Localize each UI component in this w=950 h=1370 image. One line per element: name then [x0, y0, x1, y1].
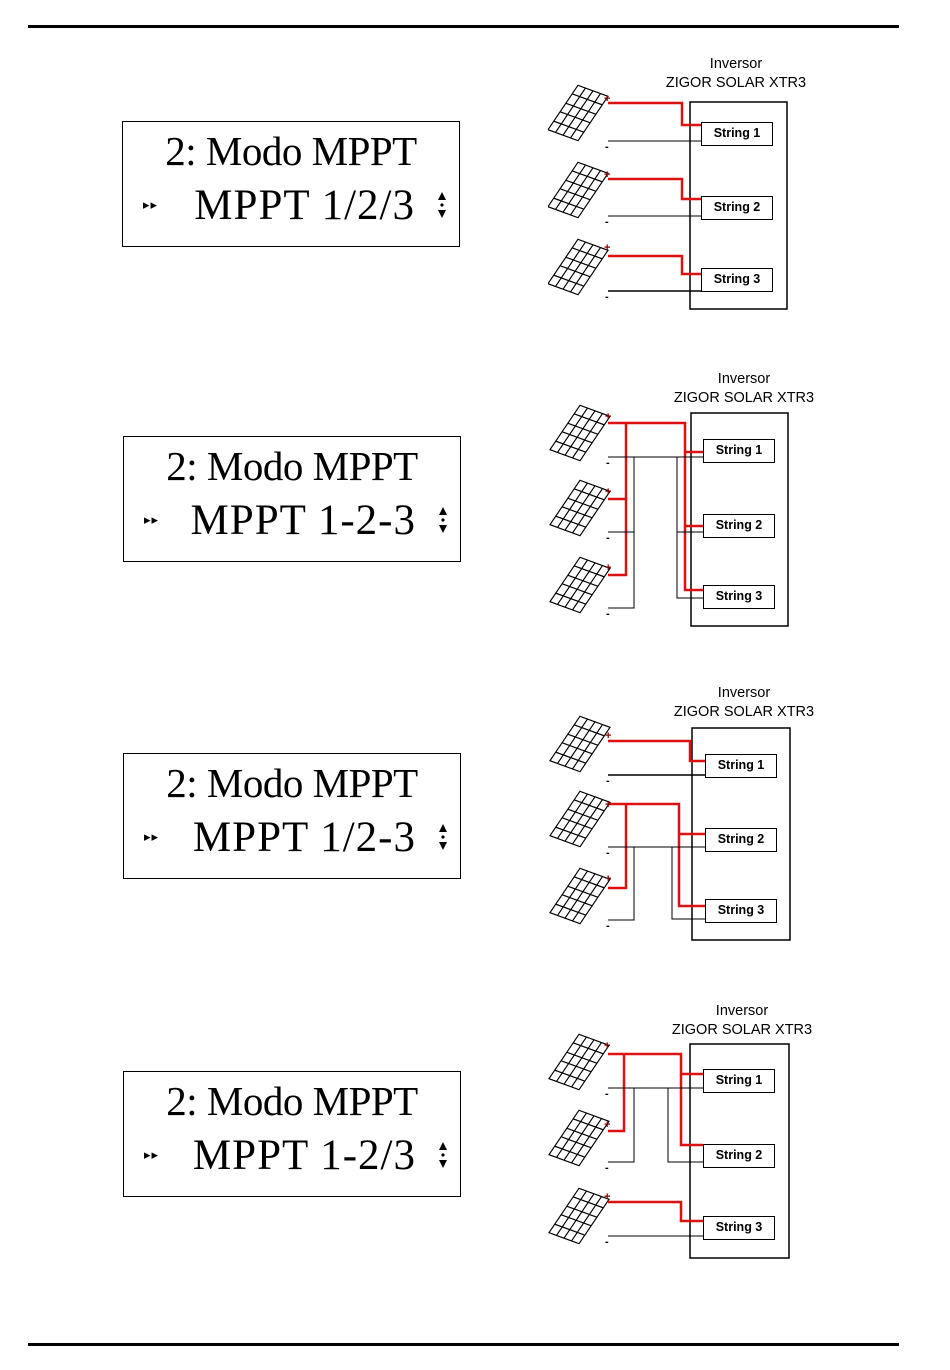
negative-terminal: - — [605, 141, 609, 153]
solar-panel-icon — [549, 479, 611, 537]
positive-terminal: + — [604, 1040, 610, 1052]
positive-terminal: + — [604, 169, 610, 181]
lcd-display: 2: Modo MPPT ▸▸ MPPT 1-2-3 — [123, 436, 461, 562]
lcd-title: 2: Modo MPPT — [166, 760, 418, 806]
string-3-box: String 3 — [703, 1216, 775, 1240]
string-1-box: String 1 — [705, 754, 777, 778]
positive-terminal: + — [605, 799, 611, 811]
lcd-display: 2: Modo MPPT ▸▸ MPPT 1/2-3 — [123, 753, 461, 879]
solar-panel-icon — [549, 556, 611, 614]
inverter-label: Inversor ZIGOR SOLAR XTR3 — [644, 370, 844, 408]
up-down-arrows-icon — [439, 824, 447, 850]
negative-terminal: - — [605, 216, 609, 228]
bottom-rule — [28, 1343, 899, 1346]
negative-terminal: - — [606, 608, 610, 620]
inverter-label: Inversor ZIGOR SOLAR XTR3 — [642, 1002, 842, 1040]
string-3-box: String 3 — [705, 899, 777, 923]
wiring-diagram: + - + - + - Inversor ZIGOR SOLAR XTR3 St… — [548, 684, 848, 949]
double-arrow-icon: ▸▸ — [144, 829, 160, 844]
lcd-mode-value: MPPT 1-2/3 — [192, 1132, 416, 1179]
lcd-mode-value: MPPT 1-2-3 — [190, 497, 416, 544]
string-1-box: String 1 — [701, 122, 773, 146]
negative-terminal: - — [606, 920, 610, 932]
string-1-box: String 1 — [703, 439, 775, 463]
positive-terminal: + — [604, 1191, 610, 1203]
positive-terminal: + — [604, 93, 610, 105]
inverter-label-line2: ZIGOR SOLAR XTR3 — [673, 390, 815, 406]
solar-panel-icon — [549, 790, 611, 848]
lcd-title: 2: Modo MPPT — [165, 128, 417, 174]
lcd-mode-value: MPPT 1/2/3 — [194, 182, 415, 229]
inverter-box — [689, 101, 788, 310]
string-2-box: String 2 — [705, 828, 777, 852]
double-arrow-icon: ▸▸ — [144, 512, 160, 527]
solar-panel-icon — [548, 1187, 610, 1245]
inverter-label-line1: Inversor — [709, 56, 763, 72]
solar-panel-icon — [549, 404, 611, 462]
string-3-box: String 3 — [703, 585, 775, 609]
lcd-title: 2: Modo MPPT — [166, 443, 418, 489]
inverter-box — [689, 1043, 790, 1259]
inverter-label: Inversor ZIGOR SOLAR XTR3 — [644, 684, 844, 722]
solar-panel-icon — [548, 1109, 610, 1167]
up-down-arrows-icon — [438, 192, 446, 218]
negative-terminal: - — [605, 1162, 609, 1174]
negative-terminal: - — [606, 847, 610, 859]
solar-panel-icon — [548, 238, 609, 296]
string-2-box: String 2 — [701, 196, 773, 220]
inverter-label: Inversor ZIGOR SOLAR XTR3 — [636, 55, 836, 93]
wiring-diagram: + - + - + - Inversor ZIGOR SOLAR XTR3 St… — [548, 55, 848, 315]
inverter-label-line1: Inversor — [715, 1003, 769, 1019]
solar-panel-icon — [548, 84, 609, 142]
inverter-box — [690, 412, 789, 627]
solar-panel-icon — [549, 715, 611, 773]
wiring-diagram: + - + - + - Inversor ZIGOR SOLAR XTR3 St… — [548, 370, 848, 635]
negative-terminal: - — [605, 291, 609, 303]
lcd-display: 2: Modo MPPT ▸▸ MPPT 1-2/3 — [123, 1071, 461, 1197]
wiring-diagram: + - + - + - Inversor ZIGOR SOLAR XTR3 St… — [548, 1002, 848, 1267]
positive-terminal: + — [605, 873, 611, 885]
string-2-box: String 2 — [703, 514, 775, 538]
negative-terminal: - — [605, 1088, 609, 1100]
lcd-display: 2: Modo MPPT ▸▸ MPPT 1/2/3 — [122, 121, 460, 247]
solar-panel-icon — [548, 161, 609, 219]
negative-terminal: - — [605, 1236, 609, 1248]
up-down-arrows-icon — [439, 507, 447, 533]
string-2-box: String 2 — [703, 1144, 775, 1168]
string-3-box: String 3 — [701, 268, 773, 292]
top-rule — [28, 25, 899, 28]
lcd-title: 2: Modo MPPT — [166, 1078, 418, 1124]
inverter-label-line2: ZIGOR SOLAR XTR3 — [671, 1022, 813, 1038]
positive-terminal: + — [605, 486, 611, 498]
positive-terminal: + — [605, 730, 611, 742]
string-1-box: String 1 — [703, 1069, 775, 1093]
inverter-label-line1: Inversor — [717, 371, 771, 387]
negative-terminal: - — [606, 532, 610, 544]
inverter-label-line1: Inversor — [717, 685, 771, 701]
positive-terminal: + — [604, 242, 610, 254]
positive-terminal: + — [604, 1119, 610, 1131]
positive-terminal: + — [605, 562, 611, 574]
positive-terminal: + — [605, 411, 611, 423]
up-down-arrows-icon — [439, 1142, 447, 1168]
double-arrow-icon: ▸▸ — [143, 197, 159, 212]
double-arrow-icon: ▸▸ — [144, 1147, 160, 1162]
inverter-label-line2: ZIGOR SOLAR XTR3 — [673, 704, 815, 720]
lcd-mode-value: MPPT 1/2-3 — [192, 814, 416, 861]
solar-panel-icon — [548, 1033, 610, 1091]
inverter-label-line2: ZIGOR SOLAR XTR3 — [665, 75, 807, 91]
negative-terminal: - — [606, 457, 610, 469]
negative-terminal: - — [606, 775, 610, 787]
solar-panel-icon — [549, 867, 611, 925]
